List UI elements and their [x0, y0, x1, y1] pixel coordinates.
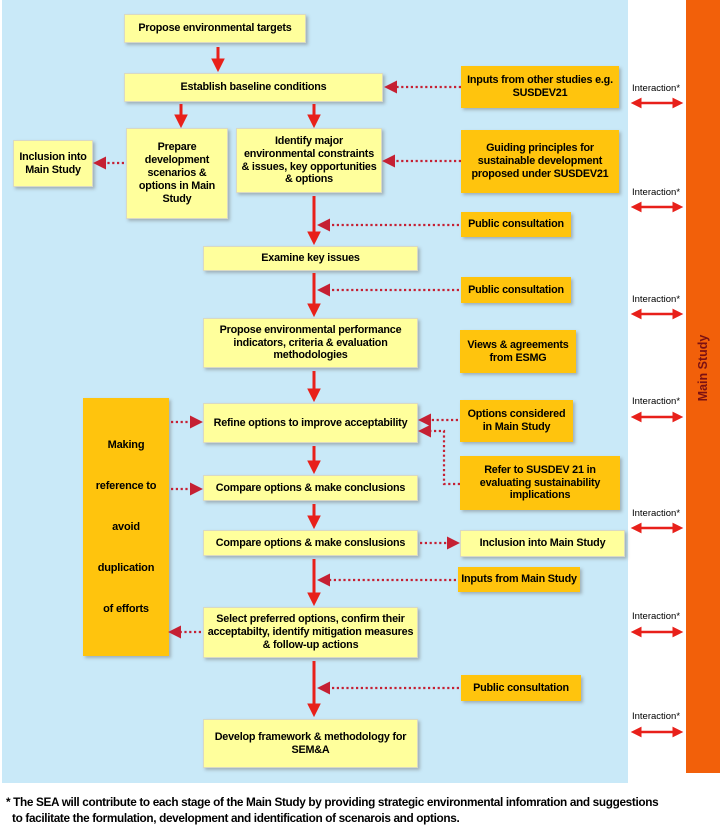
flow-box-refine-options: Refine options to improve acceptability [203, 403, 418, 443]
flow-box-propose-indicators: Propose environmental performance indica… [203, 318, 418, 368]
note-making-reference: Making reference to avoid duplication of… [83, 398, 169, 656]
flow-box-propose-targets: Propose environmental targets [124, 14, 306, 43]
flow-box-compare-options-conclusions: Compare options & make conclusions [203, 475, 418, 501]
flow-box-compare-options-conslusions: Compare options & make conslusions [203, 530, 418, 556]
input-box-public-consultation-2: Public consultation [461, 277, 571, 303]
interaction-label-4: Interaction* [631, 396, 681, 407]
main-study-bar: Main Study [686, 0, 720, 773]
interaction-label-5: Interaction* [631, 508, 681, 519]
flow-box-establish-baseline: Establish baseline conditions [124, 73, 383, 102]
flow-box-prepare-scenarios: Prepare development scenarios & options … [126, 128, 228, 219]
flow-box-develop-framework: Develop framework & methodology for SEM&… [203, 719, 418, 768]
interaction-label-2: Interaction* [631, 187, 681, 198]
input-box-public-consultation-3: Public consultation [461, 675, 581, 701]
main-study-bar-label: Main Study [696, 334, 710, 402]
flowchart-background [2, 0, 628, 783]
interaction-label-7: Interaction* [631, 711, 681, 722]
input-box-inputs-other-studies: Inputs from other studies e.g. SUSDEV21 [461, 66, 619, 108]
footnote-line-2: to facilitate the formulation, developme… [12, 810, 460, 825]
input-box-inputs-from-main-study: Inputs from Main Study [458, 567, 580, 592]
flow-box-select-preferred-options: Select preferred options, confirm their … [203, 607, 418, 658]
input-box-views-esmg: Views & agreements from ESMG [460, 330, 576, 373]
flow-box-identify-constraints: Identify major environmental constraints… [236, 128, 382, 193]
footnote-line-1: * The SEA will contribute to each stage … [6, 795, 659, 809]
interaction-label-6: Interaction* [631, 611, 681, 622]
flow-box-examine-key-issues: Examine key issues [203, 246, 418, 271]
box-inclusion-into-main-study-right: Inclusion into Main Study [460, 530, 625, 557]
input-box-guiding-principles: Guiding principles for sustainable devel… [461, 130, 619, 193]
interaction-label-3: Interaction* [631, 294, 681, 305]
input-box-refer-susdev21: Refer to SUSDEV 21 in evaluating sustain… [460, 456, 620, 510]
input-box-public-consultation-1: Public consultation [461, 212, 571, 237]
interaction-label-1: Interaction* [631, 83, 681, 94]
box-inclusion-into-main-study-left: Inclusion into Main Study [13, 140, 93, 187]
input-box-options-considered: Options considered in Main Study [460, 400, 573, 442]
footnote: * The SEA will contribute to each stage … [6, 795, 659, 826]
